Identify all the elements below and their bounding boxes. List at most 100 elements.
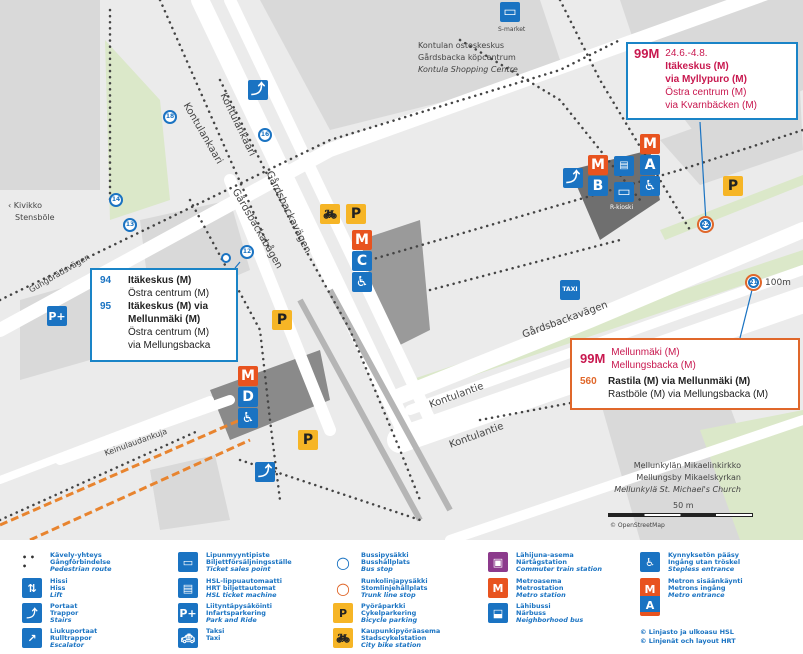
legend-label-en: Park and Ride — [206, 616, 257, 624]
legend-label-en: Metro entrance — [668, 591, 725, 599]
legend-label-sv: Stadscykelstation — [361, 634, 427, 642]
route-number: 99M — [634, 46, 660, 61]
legend-label-fi: Kynnyksetön pääsy — [668, 551, 739, 559]
route-via-sv: via Kvarnbäcken (M) — [665, 100, 757, 111]
bus-stop-16[interactable]: 16 — [258, 128, 272, 142]
legend-label-fi: Metroasema — [516, 577, 562, 585]
bus-stop-14[interactable]: 14 — [109, 193, 123, 207]
legend-label-sv: Metrons ingång — [668, 584, 726, 592]
legend-label-en: Lift — [50, 591, 63, 599]
legend-label-fi: Hissi — [50, 577, 68, 585]
station-building — [360, 220, 430, 350]
route-number: 94 — [100, 275, 112, 286]
legend-label-sv: Metrostation — [516, 584, 564, 592]
route-destination: Rastila (M) via Mellunmäki (M) — [608, 376, 751, 387]
route-destination-sv: Östra centrum (M) — [665, 87, 747, 98]
train-icon: ▣ — [488, 552, 508, 572]
p-plus-text: P+ — [48, 309, 66, 323]
route-via: Mellunmäki (M) — [128, 314, 201, 325]
park-ride-icon: P+ — [178, 603, 198, 623]
route-number: 99M — [580, 351, 606, 366]
stairs-icon: ⤴ — [248, 80, 268, 100]
legend-label-fi: Kaupunkipyöräasema — [361, 627, 441, 635]
entrance-a-icon[interactable]: A — [640, 155, 660, 175]
pedestrian-route-icon: • • • — [22, 553, 36, 571]
bus-stop-12[interactable]: 12 — [240, 245, 254, 259]
railway — [0, 418, 251, 540]
legend-label-en: Trunk line stop — [361, 591, 416, 599]
wheelchair-icon: ♿︎ — [352, 272, 372, 292]
bike-parking-icon: P — [298, 430, 318, 450]
stairs-icon: ⤴ — [563, 168, 583, 188]
legend-label-en: Stairs — [50, 616, 72, 624]
route-box-99m-summer: 99M 24.6.-4.8. Itäkeskus (M) via Myllypu… — [626, 42, 798, 120]
legend-label-sv: Taxi — [206, 634, 221, 642]
route-destination-sv: Östra centrum (M) — [128, 327, 210, 338]
wheelchair-icon: ♿︎ — [640, 176, 660, 196]
legend-label-en: Neighborhood bus — [516, 616, 584, 624]
osm-credit: © OpenStreetMap — [610, 522, 665, 529]
scale-bar — [608, 513, 753, 517]
bus-stop-icon: ○ — [336, 552, 350, 572]
stensbole-label: Stensböle — [15, 213, 55, 222]
trunk-stop-22[interactable]: 22 — [697, 216, 714, 233]
bus-stop-18[interactable]: 18 — [163, 110, 177, 124]
metro-icon: M — [352, 230, 372, 250]
legend-label-en: City bike station — [361, 641, 422, 649]
legend-label-fi: Lähijuna-asema — [516, 551, 574, 559]
map[interactable]: ▭ S-market Kontulan ostoskeskus Gårdsbac… — [0, 0, 803, 540]
church-en: Mellunkylä St. Michael's Church — [614, 485, 741, 494]
legend-label-en: Ticket sales point — [206, 565, 271, 573]
route-via-sv: via Mellungsbacka — [128, 340, 211, 351]
legend-label-sv: Busshållplats — [361, 558, 411, 566]
bus-stop[interactable] — [221, 253, 231, 263]
kivikko-label: ‹ Kivikko — [8, 201, 43, 210]
legend-label-fi: Runkolinjapysäkki — [361, 577, 428, 585]
legend-label-sv: Rulltrappor — [50, 634, 92, 642]
legend-label-fi: Pyöräparkki — [361, 602, 406, 610]
metro-icon: M — [238, 366, 258, 386]
copyright: © Linjasto ja ulkoasu HSL — [640, 628, 734, 636]
distance-label: 100m — [765, 278, 791, 288]
ticket-sales-icon[interactable]: ▭ — [500, 2, 520, 22]
legend-label-fi: Portaat — [50, 602, 78, 610]
entrance-b-icon[interactable]: B — [588, 176, 608, 196]
legend-label-sv: Trappor — [50, 609, 79, 617]
legend-label-en: Stepless entrance — [668, 565, 735, 573]
route-number: 95 — [100, 301, 112, 312]
trunk-stop-icon: ○ — [336, 578, 350, 598]
route-destination: Mellunmäki (M) — [611, 347, 680, 358]
legend-label-en: Pedestrian route — [50, 565, 112, 573]
entrance-c-icon[interactable]: C — [352, 251, 372, 271]
trunk-stop-21[interactable]: 21 — [745, 274, 762, 291]
bus-stop-13[interactable]: 13 — [123, 218, 137, 232]
bike-parking-icon: P — [723, 176, 743, 196]
ticket-machine-icon: ▤ — [178, 578, 198, 598]
church-fi: Mellunkylän Mikaelinkirkko — [633, 461, 741, 470]
legend-label-fi: HSL-lippuautomaatti — [206, 577, 282, 585]
legend-label-en: Commuter train station — [516, 565, 603, 573]
taxi-icon: 🚕︎ — [178, 628, 198, 648]
scale-label: 50 m — [673, 501, 694, 510]
route-destination: Itäkeskus (M) via — [128, 301, 209, 312]
shopping-centre-en: Kontula Shopping Centre — [418, 65, 518, 74]
entrance-d-icon[interactable]: D — [238, 387, 258, 407]
legend-label-sv: Närtågstation — [516, 558, 567, 566]
stairs-icon: ⤴ — [255, 462, 275, 482]
